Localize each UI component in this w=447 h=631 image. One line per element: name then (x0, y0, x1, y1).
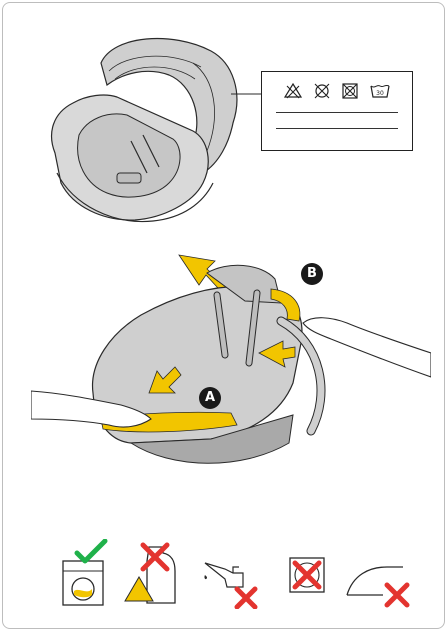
care-label-line (276, 112, 398, 113)
car-seat-canopy-illustration (43, 23, 243, 228)
no-chemical-cleaner-icon (123, 539, 183, 609)
wash-30-icon: 30 (369, 82, 391, 100)
step-a-badge: A (199, 387, 221, 409)
no-dry-clean-icon (341, 82, 359, 100)
cover-removal-illustration (31, 243, 431, 483)
no-iron-icon (343, 559, 415, 611)
no-oil-lubricant-icon (199, 553, 265, 609)
leader-line (231, 91, 263, 97)
no-tumble-dry-icon (313, 82, 331, 100)
care-symbol-row: 30 (262, 80, 412, 102)
care-label-line (276, 128, 398, 129)
machine-wash-icon (59, 539, 113, 609)
no-bleach-icon (283, 82, 303, 100)
cross-icon (237, 589, 255, 607)
step-b-badge: B (301, 263, 323, 285)
wash-temperature: 30 (376, 90, 384, 97)
cross-icon (387, 585, 407, 605)
no-tumble-dryer-icon (287, 555, 327, 597)
care-label: 30 (261, 71, 413, 151)
check-icon (77, 541, 105, 561)
